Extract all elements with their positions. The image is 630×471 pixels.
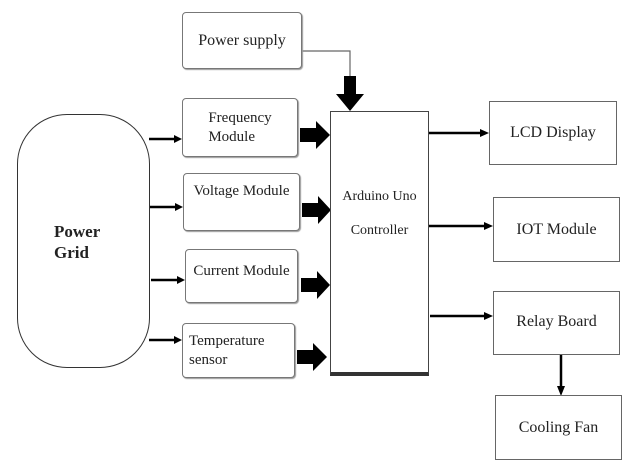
arrow-power-supply-to-controller xyxy=(336,76,364,111)
current-label: Current Module xyxy=(193,263,290,279)
controller-label-line1: Arduino Uno xyxy=(342,189,417,204)
power-grid-block: Power Grid xyxy=(17,114,150,368)
connector-power-supply xyxy=(302,50,351,78)
lcd-display-block: LCD Display xyxy=(489,101,617,165)
arrowhead-fan xyxy=(557,386,565,396)
frequency-label-line1: Frequency xyxy=(208,109,272,126)
temperature-sensor-block: Temperature sensor xyxy=(182,323,295,378)
power-supply-block: Power supply xyxy=(182,12,302,69)
temperature-label-line1: Temperature xyxy=(189,332,265,349)
arrowhead-frequency xyxy=(174,135,182,143)
frequency-module-block: Frequency Module xyxy=(182,98,298,157)
arrow-temperature-to-controller xyxy=(297,343,327,371)
relay-board-block: Relay Board xyxy=(493,291,620,355)
frequency-label-line2: Module xyxy=(208,128,256,145)
voltage-label: Voltage Module xyxy=(193,183,290,199)
arrowhead-voltage xyxy=(175,203,183,211)
iot-module-block: IOT Module xyxy=(493,197,620,262)
voltage-module-block: Voltage Module xyxy=(183,173,300,231)
iot-label: IOT Module xyxy=(516,220,597,238)
arrow-current-to-controller xyxy=(301,271,330,299)
arrowhead-temperature xyxy=(174,336,182,344)
power-grid-label-line2: Grid xyxy=(54,243,89,263)
arrow-frequency-to-controller xyxy=(300,121,330,149)
controller-label-line2: Controller xyxy=(350,222,409,238)
arduino-controller-block: Arduino Uno Controller xyxy=(330,111,429,376)
power-grid-label-line1: Power xyxy=(54,222,101,241)
arrowhead-relay xyxy=(484,312,493,320)
arrowhead-iot xyxy=(484,222,493,230)
arrowhead-lcd xyxy=(480,129,489,137)
power-supply-label: Power supply xyxy=(198,31,286,49)
current-module-block: Current Module xyxy=(185,249,298,303)
lcd-label: LCD Display xyxy=(510,124,596,141)
cooling-fan-block: Cooling Fan xyxy=(495,395,622,460)
temperature-label-line2: sensor xyxy=(189,351,228,368)
arrowhead-current xyxy=(177,276,185,284)
cooling-fan-label: Cooling Fan xyxy=(518,418,599,436)
arrow-voltage-to-controller xyxy=(302,196,331,224)
relay-label: Relay Board xyxy=(516,313,597,330)
